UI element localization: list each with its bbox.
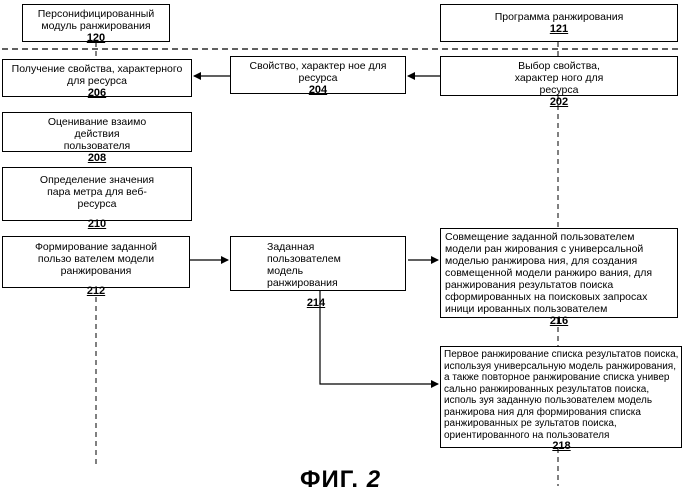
box-204-text: Свойство, характер ное для ресурса — [249, 60, 387, 84]
box-202: Выбор свойства, характер ного для ресурс… — [440, 56, 678, 96]
box-personalized-module-text: Персонифицированный модуль ранжирования — [23, 8, 169, 32]
box-216-text: Совмещение заданной пользователем модели… — [445, 231, 673, 315]
box-206: Получение свойства, характерного для рес… — [2, 59, 192, 97]
box-ranking-program: Программа ранжирования 121 — [440, 4, 678, 42]
box-214-number: 214 — [267, 297, 365, 309]
box-210: Определение значения пара метра для веб-… — [2, 167, 192, 221]
box-214-text: Заданная пользователем модель ранжирован… — [267, 241, 365, 289]
box-218-text: Первое ранжирование списка результатов п… — [444, 349, 679, 441]
figure-caption: ФИГ. 2 — [300, 466, 381, 494]
box-212-number: 212 — [23, 285, 169, 297]
box-personalized-module: Персонифицированный модуль ранжирования … — [22, 4, 170, 42]
box-204-number: 204 — [249, 84, 387, 96]
box-208: Оценивание взаимо действия пользователя … — [2, 112, 192, 152]
box-208-text: Оценивание взаимо действия пользователя — [43, 116, 151, 152]
box-210-number: 210 — [33, 218, 161, 230]
box-216-number: 216 — [445, 315, 673, 327]
box-210-text: Определение значения пара метра для веб-… — [33, 174, 161, 210]
box-ranking-program-number: 121 — [441, 23, 677, 35]
box-202-number: 202 — [511, 96, 607, 108]
box-218-number: 218 — [444, 441, 679, 453]
box-206-number: 206 — [3, 87, 191, 99]
box-212-text: Формирование заданной пользо вателем мод… — [23, 241, 169, 277]
box-216: Совмещение заданной пользователем модели… — [440, 228, 678, 318]
box-214: Заданная пользователем модель ранжирован… — [230, 236, 406, 291]
box-personalized-module-number: 120 — [23, 32, 169, 44]
box-212: Формирование заданной пользо вателем мод… — [2, 236, 190, 288]
box-ranking-program-text: Программа ранжирования — [441, 11, 677, 23]
box-206-text: Получение свойства, характерного для рес… — [3, 63, 191, 87]
figure-caption-prefix: ФИГ. — [300, 466, 359, 493]
box-202-text: Выбор свойства, характер ного для ресурс… — [511, 60, 607, 96]
figure-caption-number: 2 — [367, 466, 381, 493]
box-218: Первое ранжирование списка результатов п… — [440, 346, 682, 448]
box-208-number: 208 — [43, 152, 151, 164]
box-204: Свойство, характер ное для ресурса 204 — [230, 56, 406, 94]
